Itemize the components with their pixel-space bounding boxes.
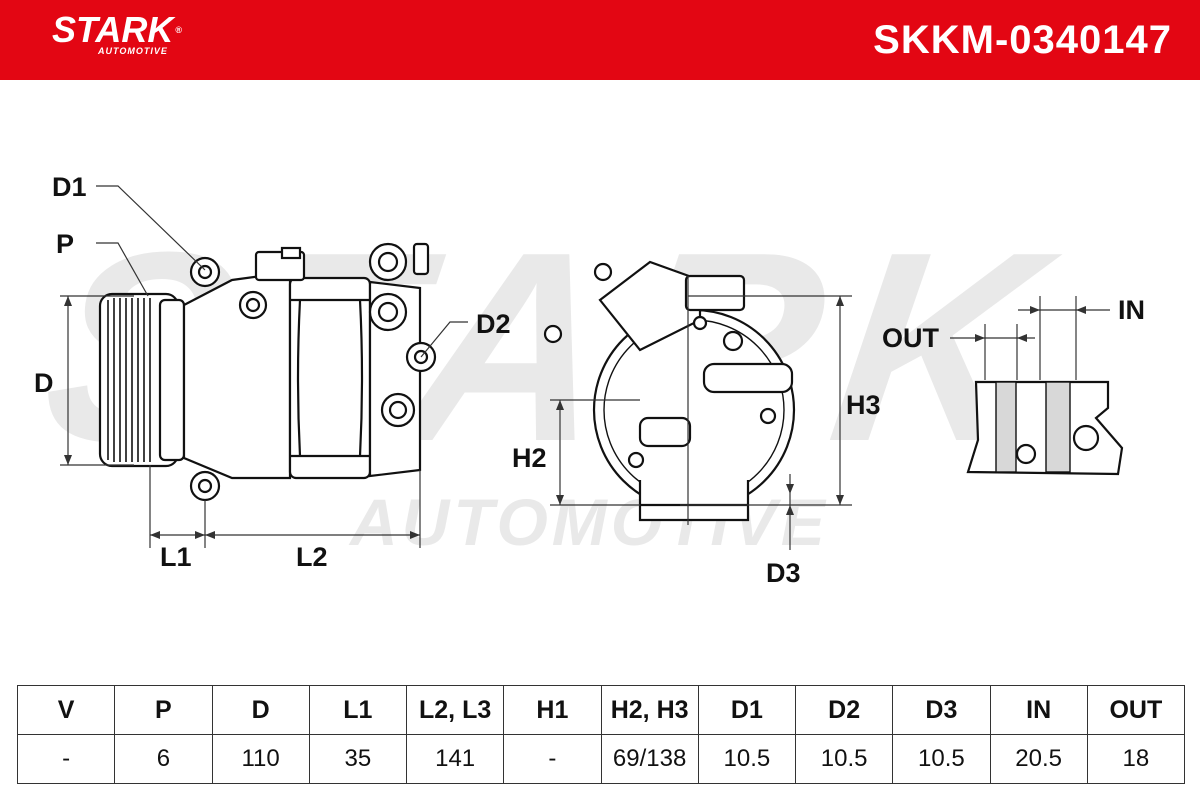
header-bar: STARK® AUTOMOTIVE SKKM-0340147 <box>0 0 1200 80</box>
spec-header-cell: P <box>114 685 213 735</box>
spec-header-cell: V <box>16 685 116 735</box>
label-d2: D2 <box>476 309 511 339</box>
label-d1: D1 <box>52 172 87 202</box>
label-h3: H3 <box>846 390 881 420</box>
label-l2: L2 <box>296 542 328 572</box>
registered-mark-icon: ® <box>175 25 182 35</box>
spec-header-cell: IN <box>989 685 1088 735</box>
label-d3: D3 <box>766 558 801 588</box>
side-view-arrowheads <box>64 296 420 539</box>
rear-view-arrowheads <box>556 296 844 515</box>
brand-subtitle: AUTOMOTIVE <box>98 46 168 56</box>
spec-value-row: - 6 110 35 141 - 69/138 10.5 10.5 10.5 2… <box>16 734 1186 784</box>
spec-header-row: V P D L1 L2, L3 H1 H2, H3 D1 D2 D3 IN OU… <box>16 685 1186 735</box>
brand-logo: STARK® AUTOMOTIVE <box>52 9 182 57</box>
spec-header-cell: L1 <box>308 685 408 735</box>
spec-value-cell: 10.5 <box>697 734 797 784</box>
rear-view-dimensions <box>550 276 852 550</box>
port-section-arrowheads <box>975 306 1086 342</box>
label-p: P <box>56 229 74 259</box>
spec-value-cell: 20.5 <box>989 734 1088 784</box>
label-out: OUT <box>882 323 940 353</box>
label-in: IN <box>1118 295 1145 325</box>
brand-name: STARK <box>52 9 174 50</box>
port-section-view <box>966 380 1124 476</box>
part-number: SKKM-0340147 <box>873 18 1172 62</box>
compressor-rear-view <box>543 260 796 522</box>
spec-value-cell: 69/138 <box>600 734 699 784</box>
spec-header-cell: OUT <box>1086 685 1186 735</box>
label-d: D <box>34 368 54 398</box>
spec-header-cell: H2, H3 <box>600 685 699 735</box>
spec-value-cell: 10.5 <box>794 734 894 784</box>
spec-value-cell: - <box>503 734 602 784</box>
spec-value-cell: - <box>16 734 116 784</box>
label-h2: H2 <box>512 443 547 473</box>
side-view-dimensions <box>60 185 468 548</box>
spec-header-cell: D <box>211 685 310 735</box>
spec-header-cell: D2 <box>794 685 894 735</box>
spec-header-cell: D1 <box>697 685 797 735</box>
technical-drawing: STARK AUTOMOTIVE <box>30 172 1145 588</box>
compressor-side-view <box>98 242 437 502</box>
spec-value-cell: 35 <box>308 734 408 784</box>
spec-value-cell: 6 <box>114 734 213 784</box>
spec-header-cell: H1 <box>503 685 602 735</box>
spec-value-cell: 110 <box>211 734 310 784</box>
spec-header-cell: L2, L3 <box>405 685 505 735</box>
label-l1: L1 <box>160 542 192 572</box>
spec-table: V P D L1 L2, L3 H1 H2, H3 D1 D2 D3 IN OU… <box>16 685 1186 784</box>
spec-value-cell: 18 <box>1086 734 1186 784</box>
spec-value-cell: 141 <box>405 734 505 784</box>
spec-value-cell: 10.5 <box>892 734 991 784</box>
spec-header-cell: D3 <box>892 685 991 735</box>
